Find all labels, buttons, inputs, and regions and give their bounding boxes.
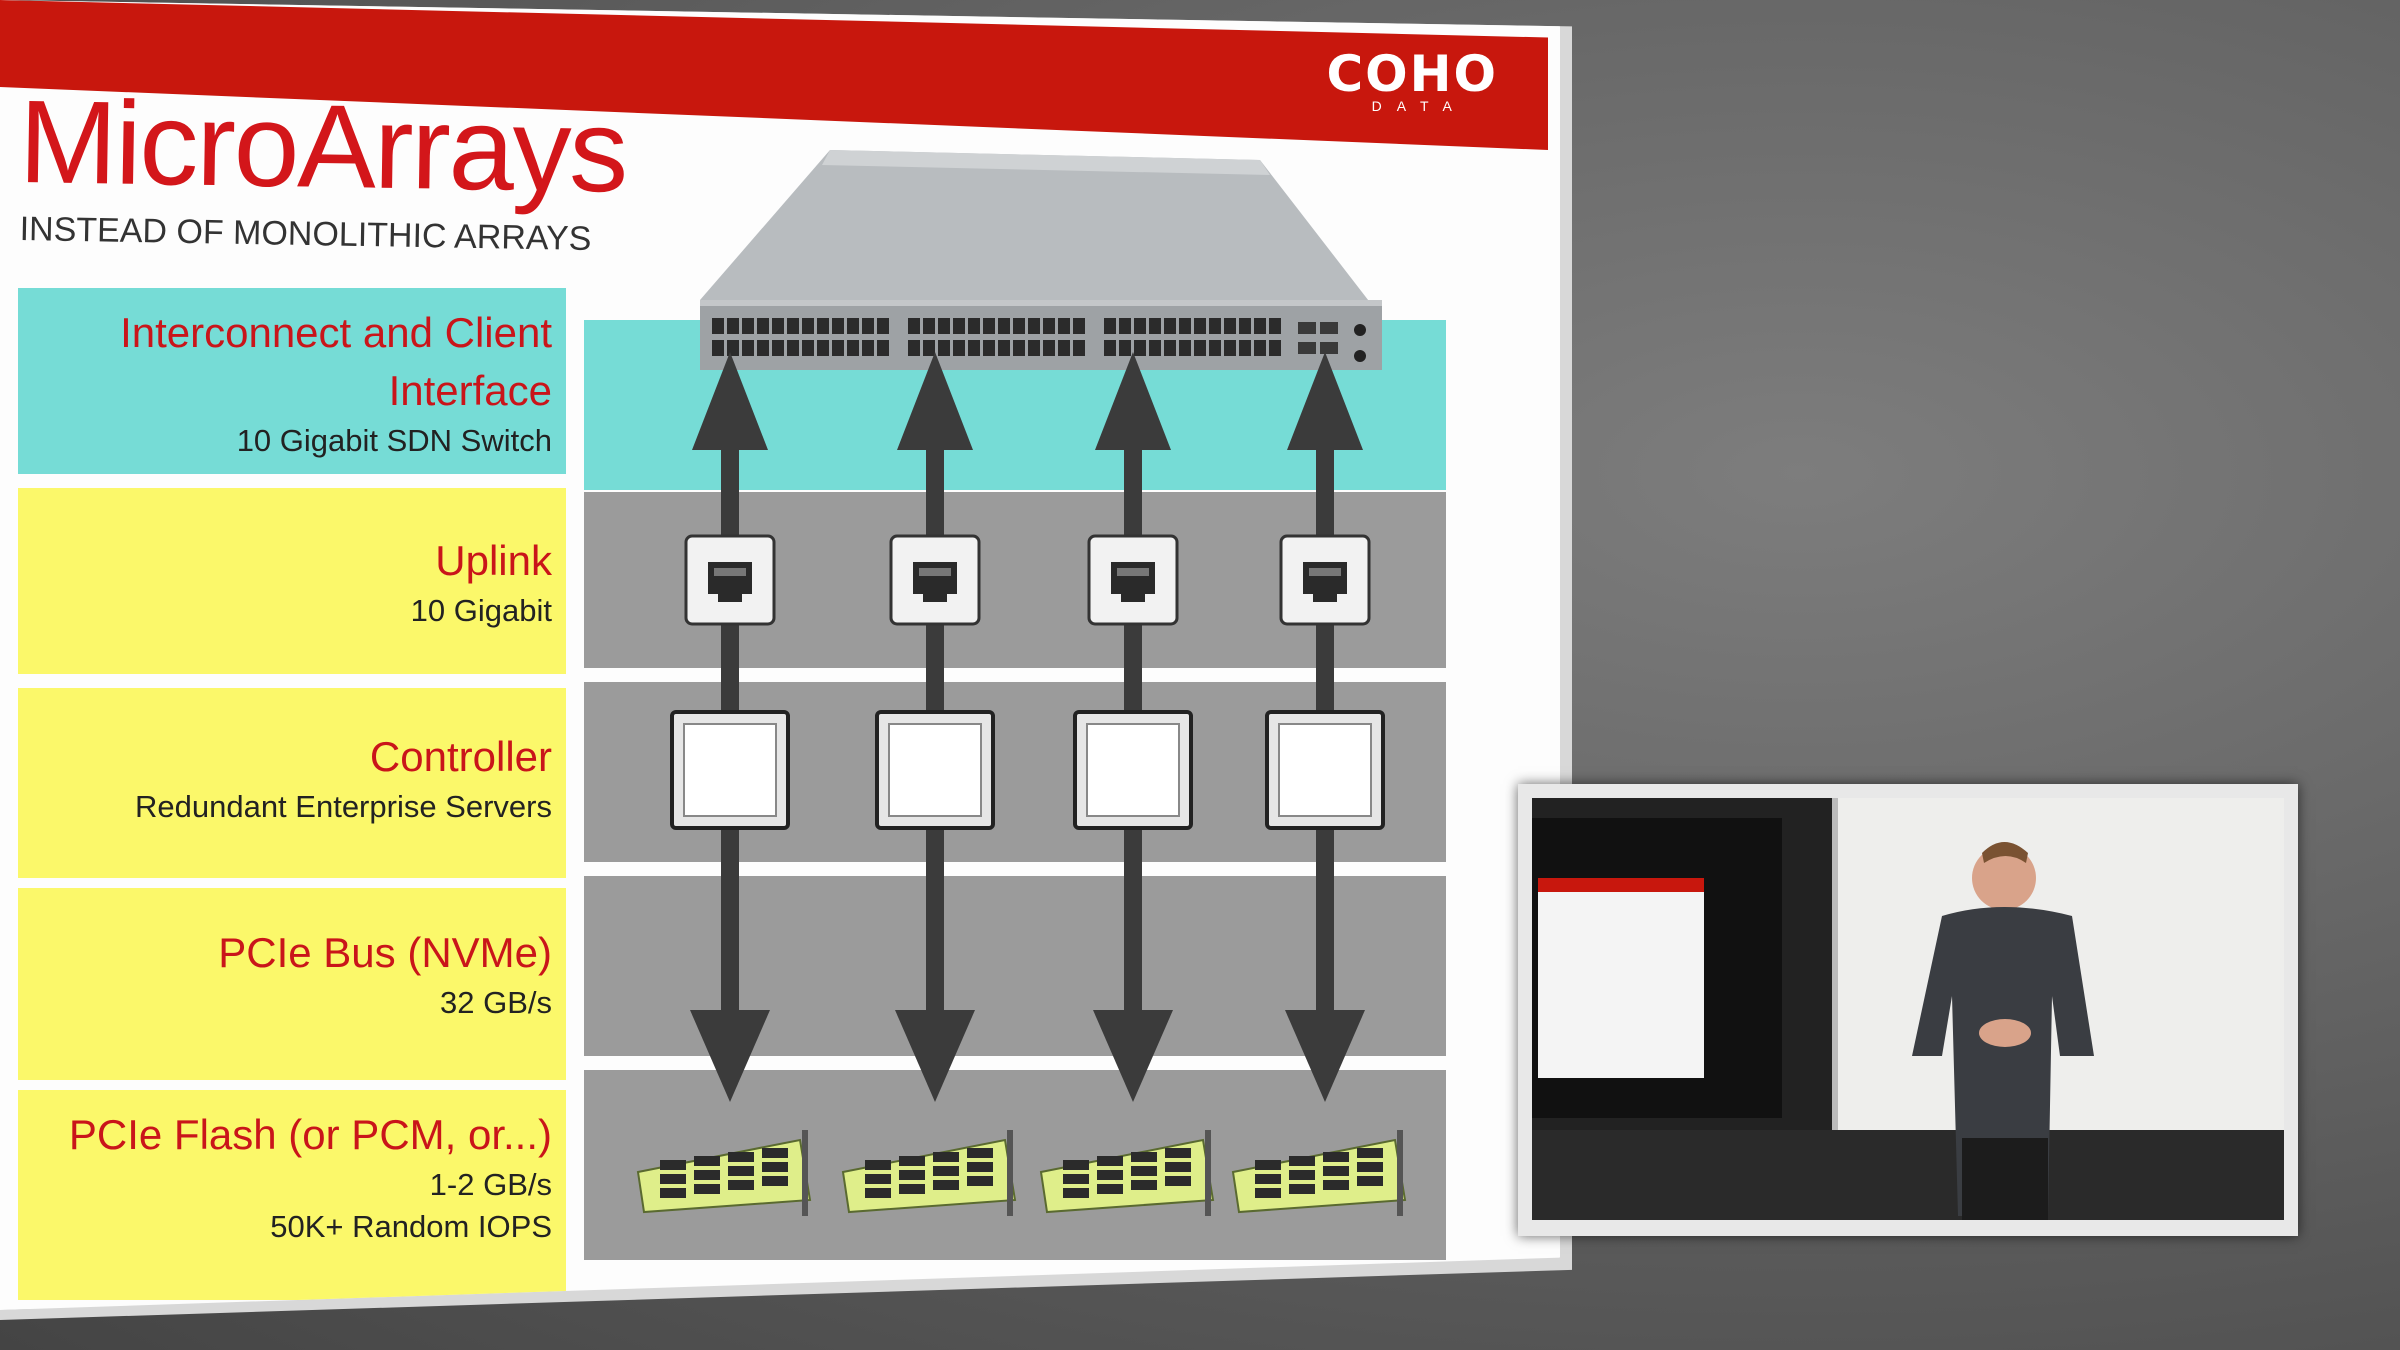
arrow-up-icon — [692, 352, 768, 450]
layer-label-controller: Controller Redundant Enterprise Servers — [18, 688, 566, 878]
logo-text: COHO — [1326, 45, 1498, 103]
layer-detail: Redundant Enterprise Servers — [134, 789, 552, 824]
layer-heading: Controller — [369, 733, 552, 780]
pcie-flash-card-icon — [1039, 1130, 1215, 1216]
arrow-down-icon — [690, 1010, 770, 1102]
video-frame — [1532, 798, 2284, 1220]
ethernet-port-icon — [684, 534, 776, 626]
layer-label-uplink: Uplink 10 Gigabit — [18, 488, 566, 674]
arrow-up-icon — [897, 352, 973, 450]
layer-detail: 50K+ Random IOPS — [270, 1209, 552, 1244]
layer-detail: 32 GB/s — [440, 985, 552, 1020]
storage-node-column — [1231, 352, 1407, 1216]
server-chip-icon — [670, 710, 790, 830]
layer-heading: Uplink — [435, 537, 552, 584]
arrow-down-icon — [1285, 1010, 1365, 1102]
arrow-down-icon — [1093, 1010, 1173, 1102]
layer-label-pcie-bus: PCIe Bus (NVMe) 32 GB/s — [18, 888, 566, 1080]
ethernet-port-icon — [1279, 534, 1371, 626]
server-chip-icon — [875, 710, 995, 830]
monitor-screen — [1538, 878, 1704, 1078]
storage-node-column — [636, 352, 812, 1216]
server-chip-icon — [1265, 710, 1385, 830]
arrow-up-icon — [1287, 352, 1363, 450]
architecture-diagram — [636, 150, 1407, 1216]
monitor — [1532, 818, 1782, 1118]
pcie-flash-card-icon — [636, 1130, 812, 1216]
layer-label-interconnect: Interconnect and Client Interface 10 Gig… — [18, 288, 566, 474]
storage-node-column — [841, 352, 1017, 1216]
floor — [1532, 1130, 2284, 1220]
layer-detail: 10 Gigabit — [410, 593, 552, 628]
pcie-flash-card-icon — [1231, 1130, 1407, 1216]
server-chip-icon — [1073, 710, 1193, 830]
layer-label-pcie-flash: PCIe Flash (or PCM, or...) 1-2 GB/s 50K+… — [18, 1090, 566, 1300]
pcie-flash-card-icon — [841, 1130, 1017, 1216]
layer-heading: Interconnect and Client Interface — [120, 309, 552, 414]
ethernet-port-icon — [1087, 534, 1179, 626]
layer-heading: PCIe Flash (or PCM, or...) — [68, 1111, 552, 1158]
coho-data-logo: COHO DATA — [1326, 48, 1498, 114]
network-switch-icon — [700, 150, 1382, 370]
layer-detail: 1-2 GB/s — [429, 1167, 552, 1202]
arrow-up-icon — [1095, 352, 1171, 450]
layer-heading: PCIe Bus (NVMe) — [218, 929, 552, 976]
ethernet-port-icon — [889, 534, 981, 626]
speaker-person — [1912, 842, 2094, 1220]
speaker-video-inset — [1518, 784, 2298, 1236]
layer-detail: 10 Gigabit SDN Switch — [236, 423, 552, 458]
storage-node-column — [1039, 352, 1215, 1216]
arrow-down-icon — [895, 1010, 975, 1102]
logo-subtext: DATA — [1371, 98, 1467, 114]
slide: COHO DATA MicroArrays INSTEAD OF MONOLIT… — [0, 0, 1560, 1310]
